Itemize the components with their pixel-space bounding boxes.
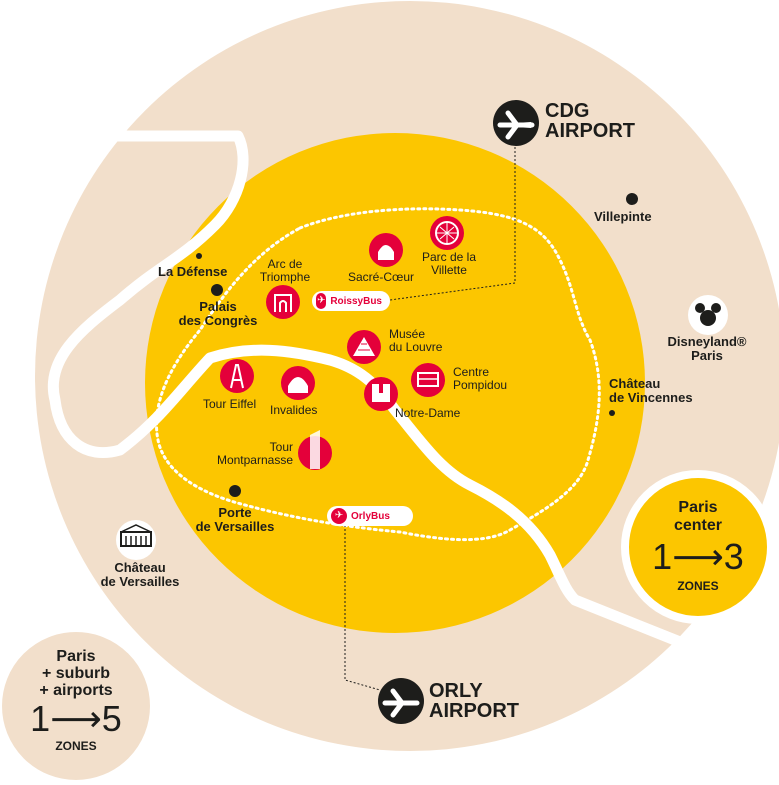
arrow-icon: ⟶ bbox=[50, 698, 102, 739]
tour-eiffel-icon bbox=[220, 359, 254, 393]
center-zone-from: 1 bbox=[652, 536, 673, 577]
villette-label: Parc de la Villette bbox=[421, 250, 477, 277]
disneyland-icon bbox=[688, 295, 728, 335]
la-defense-label: La Défense bbox=[158, 264, 228, 279]
orly-airport-label: ORLY AIRPORT bbox=[429, 680, 519, 722]
louvre-icon bbox=[347, 330, 381, 364]
roissybus-box: ✈ RoissyBus bbox=[312, 291, 390, 311]
center-zone-text: Paris center 1⟶3 ZONES bbox=[630, 499, 766, 593]
palais-label: Palais des Congrès bbox=[178, 299, 258, 328]
eiffel-label: Tour Eiffel bbox=[203, 397, 257, 411]
porte-versailles-label: Porte de Versailles bbox=[195, 505, 275, 534]
cdg-airplane-icon bbox=[493, 100, 539, 146]
outer-zone-from: 1 bbox=[30, 698, 51, 739]
outer-zone-text: Paris + suburb + airports 1⟶5 ZONES bbox=[6, 648, 146, 753]
orlybus-box: ✈ OrlyBus bbox=[327, 506, 413, 526]
villepinte-label: Villepinte bbox=[594, 209, 652, 224]
villepinte-dot bbox=[626, 193, 638, 205]
outer-zone-to: 5 bbox=[101, 698, 122, 739]
disneyland-label: Disneyland® Paris bbox=[667, 334, 747, 363]
vincennes-label: Château de Vincennes bbox=[609, 376, 693, 405]
pompidou-icon bbox=[411, 363, 445, 397]
notre-dame-icon bbox=[364, 377, 398, 411]
montparnasse-icon bbox=[298, 430, 332, 470]
chateau-versailles-icon bbox=[116, 520, 156, 560]
invalides-label: Invalides bbox=[270, 403, 318, 417]
orlybus-label: OrlyBus bbox=[351, 510, 390, 522]
louvre-label: Musée du Louvre bbox=[389, 327, 443, 354]
roissybus-route bbox=[389, 143, 516, 301]
arrow-icon: ⟶ bbox=[672, 536, 724, 577]
landmark-icons bbox=[220, 216, 464, 470]
outer-zone-title: Paris + suburb + airports bbox=[39, 648, 113, 699]
outer-zone-badge bbox=[0, 624, 158, 785]
sacre-coeur-icon bbox=[369, 233, 403, 267]
center-zone-title: Paris center bbox=[673, 499, 723, 534]
center-zone-to: 3 bbox=[723, 536, 744, 577]
outer-zones-label: ZONES bbox=[55, 739, 97, 753]
porte-versailles-dot bbox=[229, 485, 241, 497]
center-zone-range: 1⟶3 bbox=[630, 539, 766, 575]
invalides-icon bbox=[281, 366, 315, 400]
bus-airplane-icon: ✈ bbox=[316, 293, 327, 309]
arc-de-triomphe-icon bbox=[266, 285, 300, 319]
orly-airplane-icon bbox=[378, 678, 424, 724]
parc-villette-icon bbox=[430, 216, 464, 250]
bus-airplane-icon: ✈ bbox=[331, 508, 347, 524]
center-zones-label: ZONES bbox=[677, 579, 719, 593]
cdg-airport-label: CDG AIRPORT bbox=[545, 100, 635, 142]
center-zone-badge bbox=[621, 470, 775, 624]
pompidou-label: Centre Pompidou bbox=[453, 365, 508, 392]
roissybus-label: RoissyBus bbox=[330, 295, 382, 307]
sacre-coeur-label: Sacré-Cœur bbox=[348, 270, 415, 284]
montparnasse-label: Tour Montparnasse bbox=[216, 440, 293, 467]
vincennes-dot bbox=[609, 410, 615, 416]
versailles-label: Château de Versailles bbox=[100, 560, 180, 589]
la-defense-dot bbox=[196, 253, 202, 259]
city-boundary bbox=[155, 207, 601, 542]
inner-zone-disc bbox=[145, 133, 645, 633]
outer-zone-range: 1⟶5 bbox=[6, 701, 146, 737]
seine-river bbox=[47, 130, 706, 656]
arc-label: Arc de Triomphe bbox=[259, 257, 311, 284]
palais-dot bbox=[211, 284, 223, 296]
notre-dame-label: Notre-Dame bbox=[395, 406, 461, 420]
